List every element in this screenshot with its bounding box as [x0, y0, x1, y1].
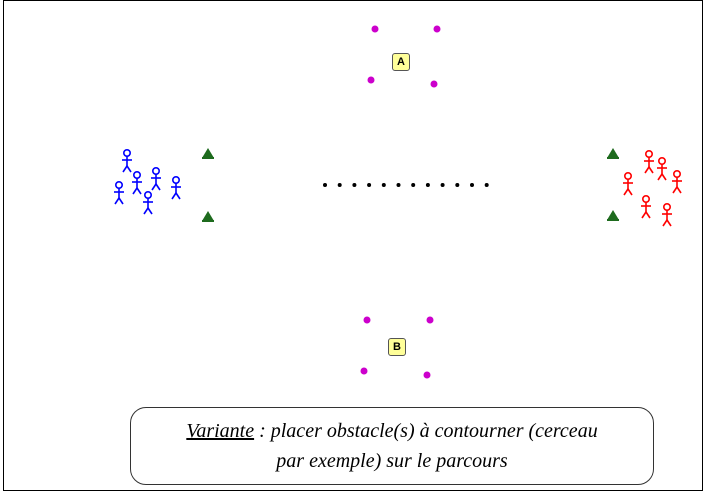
center-line-dot [455, 183, 460, 187]
stick-figure-icon [640, 195, 652, 219]
caption-emphasis: Variante [186, 420, 255, 442]
marker-dot-icon [363, 316, 371, 324]
marker-dot-icon [371, 25, 379, 33]
center-line [323, 183, 489, 187]
marker-dot-icon [360, 367, 368, 375]
zone-a-label: A [392, 53, 410, 71]
caption-line-2: par exemple) sur le parcours [276, 450, 508, 472]
center-line-dot [470, 183, 474, 187]
stick-figure-icon [121, 149, 133, 173]
marker-dot-icon [426, 316, 434, 324]
cone-icon [202, 148, 214, 159]
zone-b-label: B [388, 338, 406, 356]
center-line-dot [425, 183, 430, 187]
marker-dot-icon [433, 25, 441, 33]
marker-dot-icon [423, 371, 431, 379]
center-line-dot [440, 183, 445, 187]
center-line-dot [337, 183, 342, 187]
stick-figure-icon [113, 181, 125, 205]
marker-dot-icon [430, 80, 438, 88]
cone-icon [607, 148, 619, 159]
caption-line-1-rest: : placer obstacle(s) à contourner (cerce… [254, 420, 598, 442]
center-line-dot [323, 183, 327, 187]
stick-figure-icon [671, 170, 683, 194]
stick-figure-icon [142, 191, 154, 215]
caption-line-1: Variante : placer obstacle(s) à contourn… [131, 416, 653, 446]
cone-icon [202, 211, 214, 222]
stick-figure-icon [622, 172, 634, 196]
center-line-dot [352, 183, 357, 187]
stick-figure-icon [131, 171, 143, 195]
center-line-dot [411, 183, 416, 187]
stick-figure-icon [656, 157, 668, 181]
cone-icon [607, 210, 619, 221]
team-right [622, 150, 683, 227]
stick-figure-icon [150, 167, 162, 191]
center-line-dot [367, 183, 372, 187]
marker-dot-icon [367, 76, 375, 84]
stick-figure-icon [661, 203, 673, 227]
center-line-dot [396, 183, 401, 187]
center-line-dot [484, 183, 489, 187]
variant-caption: Variante : placer obstacle(s) à contourn… [130, 407, 654, 485]
team-left [113, 149, 182, 215]
stick-figure-icon [170, 176, 182, 200]
center-line-dot [381, 183, 386, 187]
stick-figure-icon [643, 150, 655, 174]
